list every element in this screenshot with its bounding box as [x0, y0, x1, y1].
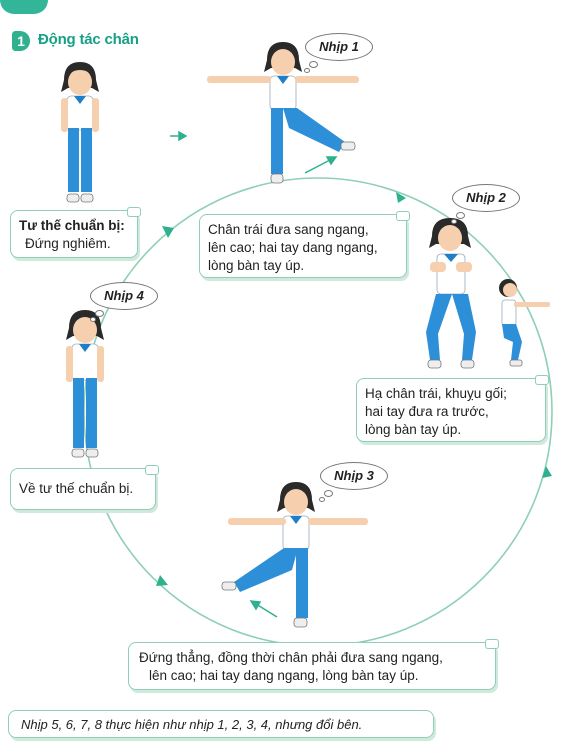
- bubble-trail-dot: [95, 310, 104, 317]
- ready-stance-title: Tư thế chuẩn bị:: [19, 218, 125, 233]
- ready-stance-box: Tư thế chuẩn bị: Đứng nghiêm.: [10, 207, 141, 258]
- box-corner-tab: [127, 207, 141, 217]
- beat-3-desc-line: lên cao; hai tay dang ngang, lòng bàn ta…: [149, 668, 419, 683]
- figure-beat-3: [221, 482, 368, 628]
- figure-beat-2: [426, 218, 550, 369]
- box-corner-tab: [535, 375, 549, 385]
- beat-2-desc-line: lòng bàn tay úp.: [365, 422, 462, 437]
- bubble-trail-dot: [304, 68, 310, 73]
- bubble-trail-dot: [456, 212, 465, 219]
- bubble-trail-dot: [90, 317, 96, 322]
- beat-2-desc-line: hai tay đưa ra trước,: [365, 404, 489, 419]
- footer-note: Nhịp 5, 6, 7, 8 thực hiện như nhịp 1, 2,…: [8, 710, 434, 738]
- beat-1-desc-line: Chân trái đưa sang ngang,: [208, 222, 369, 237]
- beat-1-desc-box: Chân trái đưa sang ngang, lên cao; hai t…: [199, 211, 410, 278]
- figure-beat-4: [66, 310, 104, 458]
- box-corner-tab: [485, 639, 499, 649]
- box-corner-tab: [396, 211, 410, 221]
- box-corner-tab: [145, 465, 159, 475]
- beat-2-desc-line: Hạ chân trái, khuỵu gối;: [365, 386, 507, 401]
- section-title: Động tác chân: [38, 31, 139, 48]
- ready-stance-desc: Đứng nghiêm.: [25, 236, 111, 251]
- beat-1-desc-line: lòng bàn tay úp.: [208, 258, 305, 273]
- bubble-trail-dot: [319, 497, 325, 502]
- beat-2-label: Nhịp 2: [452, 184, 520, 212]
- section-top-tab: [0, 0, 48, 14]
- beat-4-label: Nhịp 4: [90, 282, 158, 310]
- beat-3-label: Nhịp 3: [320, 462, 388, 490]
- figure-ready-stance: [61, 62, 99, 203]
- beat-4-desc-box: Về tư thế chuẩn bị.: [10, 465, 159, 510]
- beat-3-desc-box: Đứng thẳng, đồng thời chân phải đưa sang…: [128, 639, 499, 690]
- bubble-trail-dot: [451, 219, 457, 224]
- figure-beat-1: [207, 42, 359, 184]
- beat-3-desc-line: Đứng thẳng, đồng thời chân phải đưa sang…: [139, 650, 443, 665]
- section-number-badge: 1: [12, 31, 30, 51]
- beat-2-desc-box: Hạ chân trái, khuỵu gối; hai tay đưa ra …: [356, 375, 549, 442]
- beat-1-desc-line: lên cao; hai tay dang ngang,: [208, 240, 378, 255]
- beat-1-label: Nhịp 1: [305, 33, 373, 61]
- bubble-trail-dot: [309, 61, 318, 68]
- bubble-trail-dot: [324, 490, 333, 497]
- beat-4-desc-line: Về tư thế chuẩn bị.: [19, 481, 134, 496]
